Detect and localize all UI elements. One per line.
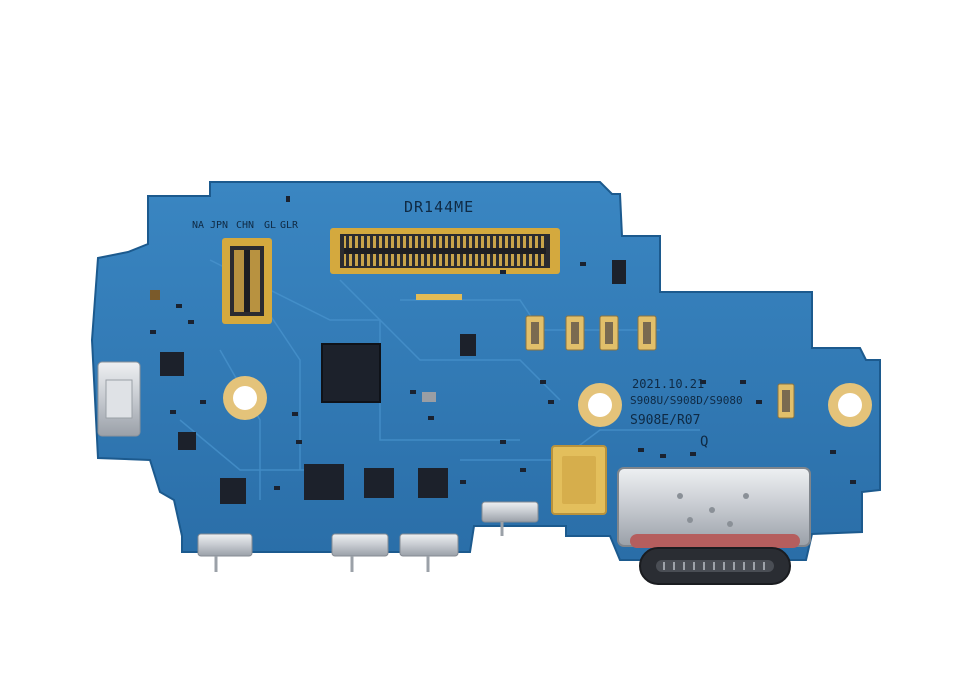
model-line-1: S908U/S908D/S9080 [630,394,743,407]
side-contact-left [97,361,141,437]
pcb-board [90,181,881,561]
svg-text:NA: NA [192,220,204,231]
spring-contacts [197,501,539,572]
smd-passives [150,196,856,490]
svg-text:JPN: JPN [210,220,228,231]
region-labels: NA JPN CHN GL GLR [192,220,299,231]
date-code: 2021.10.21 [632,377,704,391]
small-ic-chips [160,260,626,504]
svg-text:GLR: GLR [280,220,299,231]
part-label: DR144ME [404,198,474,216]
mounting-hole-left [223,376,267,420]
main-flex-connector [330,228,560,274]
svg-text:GL: GL [264,220,276,231]
svg-text:CHN: CHN [236,220,254,231]
mounting-hole-middle [578,383,622,427]
board-mark: Q [700,434,708,450]
secondary-flex-connector [222,238,272,324]
main-ic-chip [321,343,381,403]
smd-components-row [525,315,795,419]
model-line-2: S908E/R07 [630,413,700,428]
gold-pad [416,294,462,300]
usb-c-port [617,467,811,585]
mounting-hole-right [828,383,872,427]
microphone-pad [551,445,607,515]
